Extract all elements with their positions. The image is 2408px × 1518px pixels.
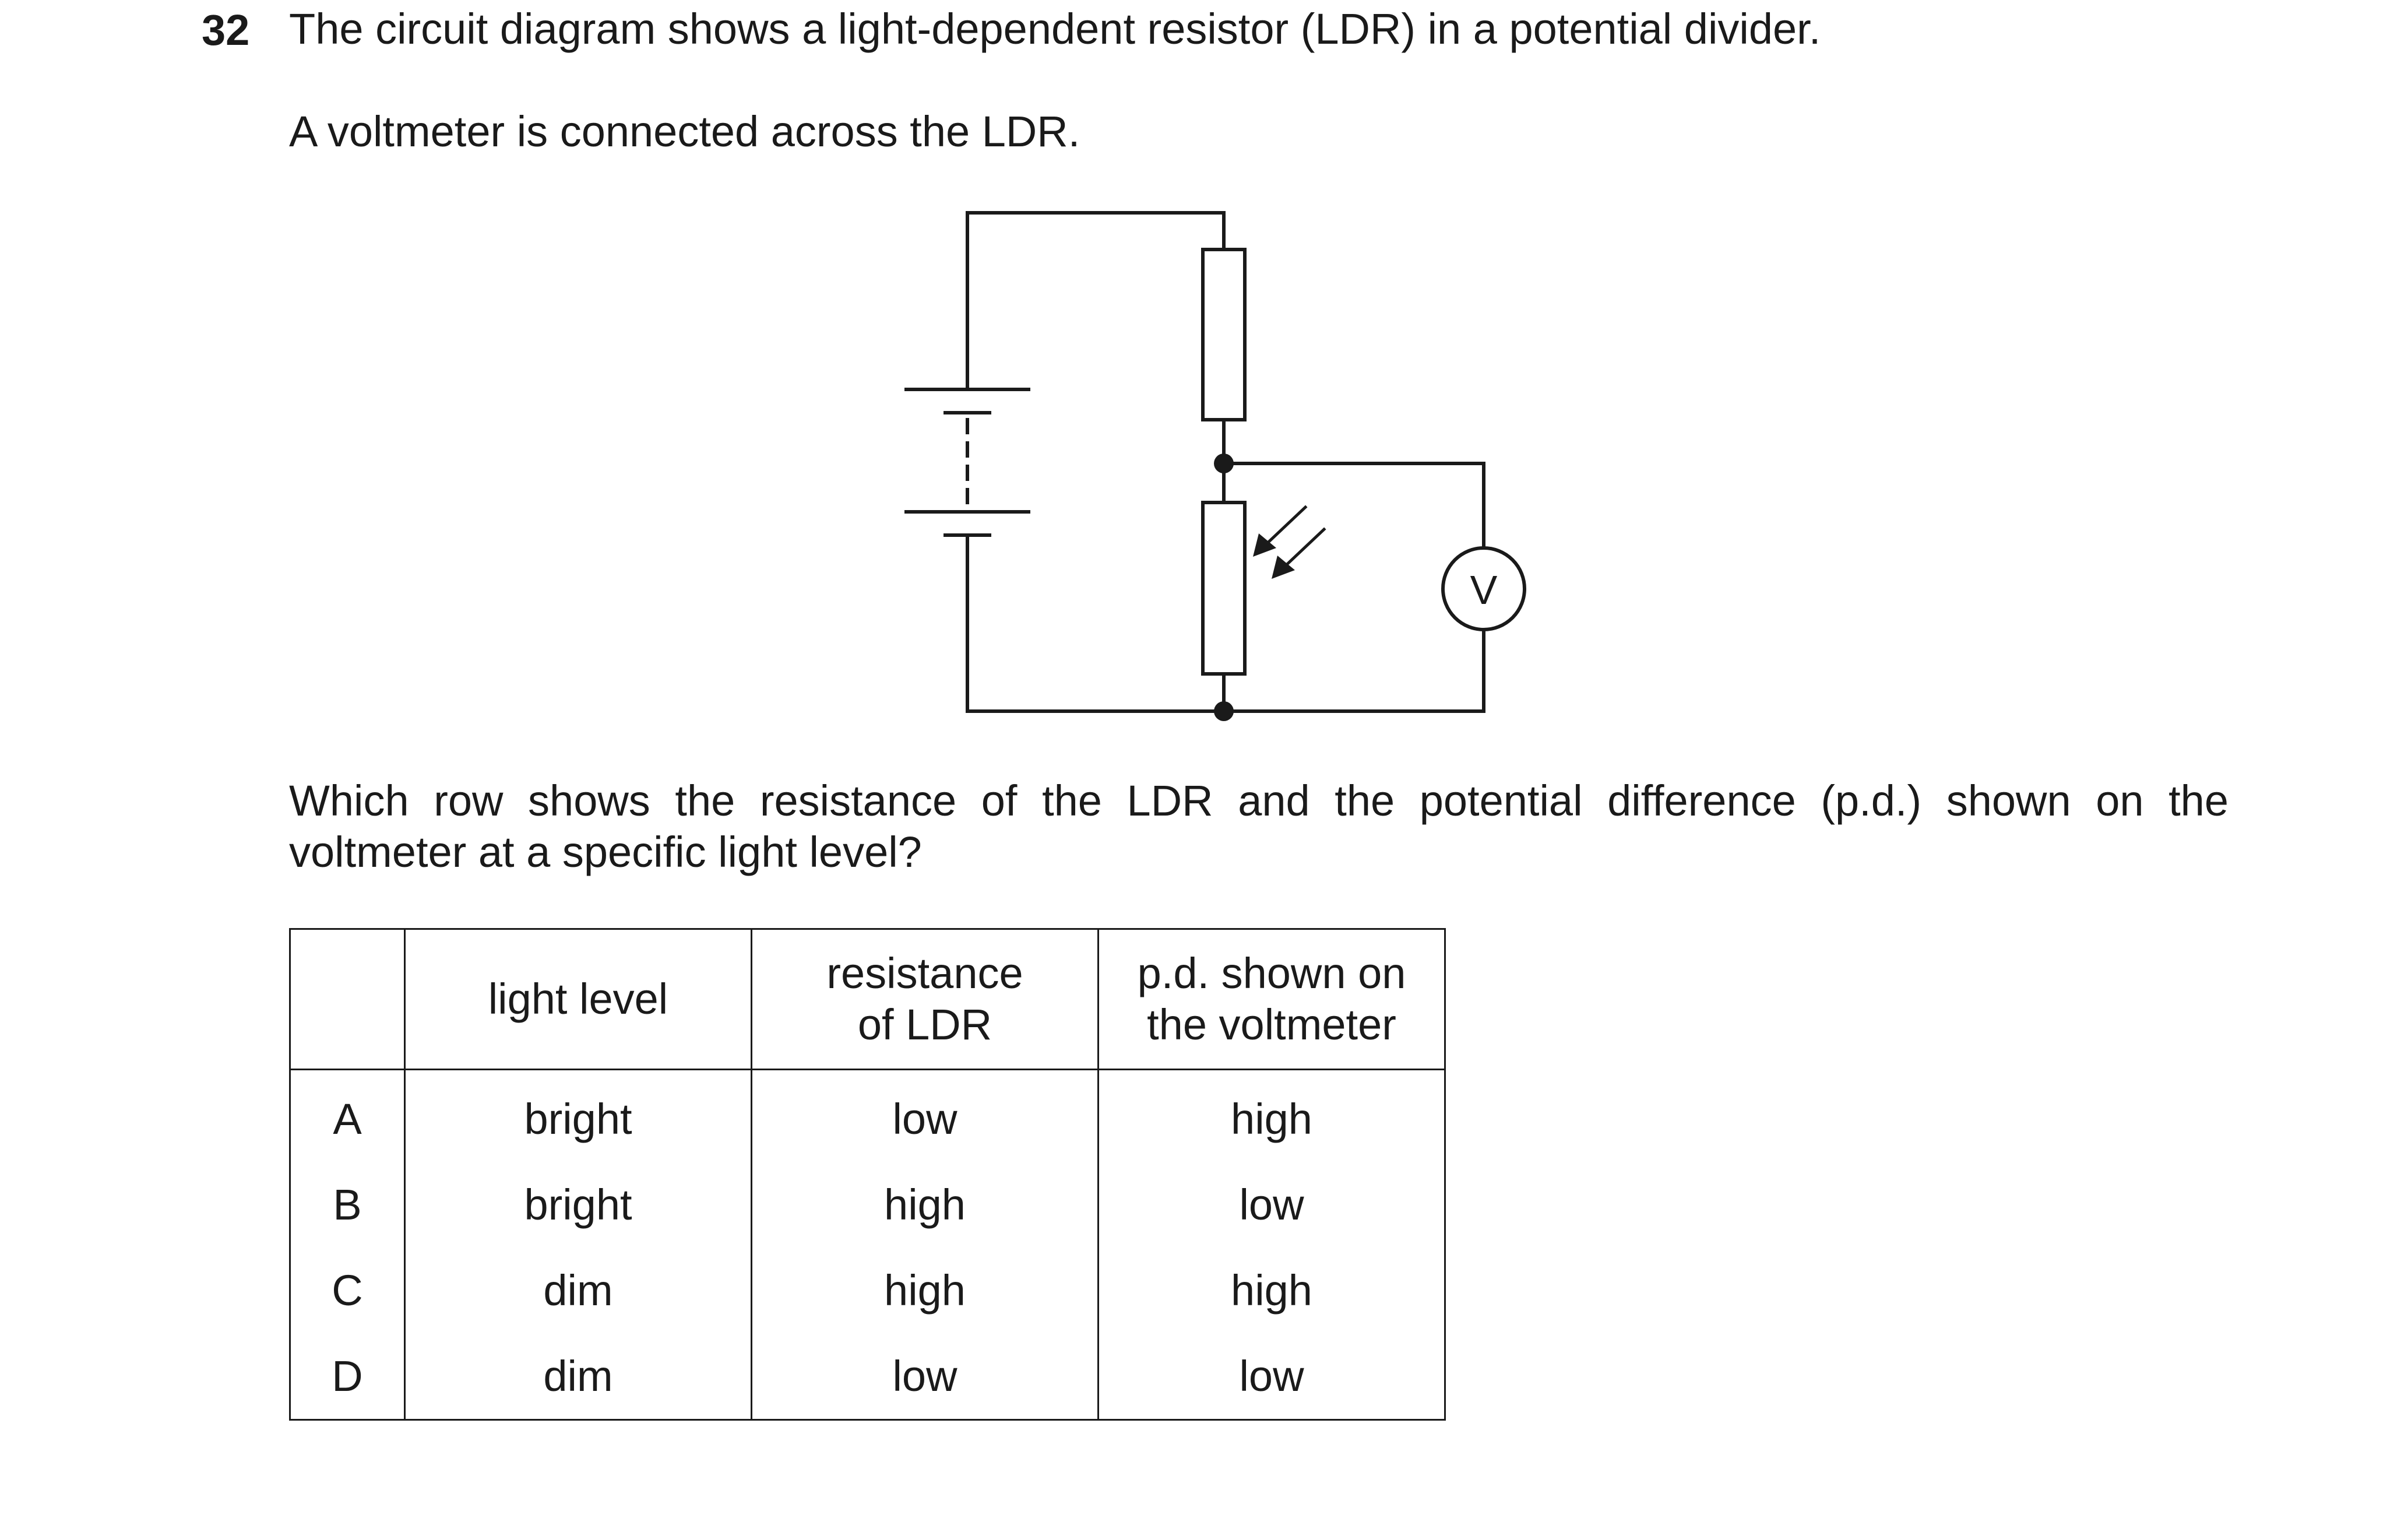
header-blank: [289, 929, 406, 1070]
header-light-level-text: light level: [488, 975, 668, 1023]
header-pd-line-2: the voltmeter: [1147, 1000, 1396, 1049]
cell-pd: low: [1097, 1162, 1446, 1248]
option-letter: C: [289, 1248, 406, 1333]
option-letter: B: [289, 1162, 406, 1248]
light-arrow-head-2: [1272, 556, 1295, 579]
fixed-resistor: [1201, 248, 1247, 421]
cell-pd: high: [1097, 1248, 1446, 1333]
header-pd-line-1: p.d. shown on: [1137, 949, 1406, 997]
option-letter: A: [289, 1069, 406, 1162]
cell-light-level: bright: [404, 1162, 752, 1248]
voltmeter-circle: [1441, 546, 1526, 631]
table-row: C dim high high: [289, 1248, 1446, 1333]
wire-voltmeter-branch: [1222, 462, 1485, 550]
question-prompt: Which row shows the resistance of the LD…: [289, 775, 2229, 878]
header-resistance-line-2: of LDR: [857, 1000, 992, 1049]
question-number: 32: [202, 6, 250, 54]
header-pd: p.d. shown on the voltmeter: [1097, 929, 1446, 1070]
cell-resistance: low: [751, 1069, 1099, 1162]
light-arrow-2: [1280, 527, 1326, 571]
cell-resistance: high: [751, 1162, 1099, 1248]
cell-pd: low: [1097, 1333, 1446, 1420]
question-prompt-line-1: Which row shows the resistance of the LD…: [289, 776, 2229, 825]
header-light-level: light level: [404, 929, 752, 1070]
table-row: D dim low low: [289, 1333, 1446, 1420]
light-arrow-head-1: [1253, 533, 1276, 557]
voltmeter-label: V: [1470, 567, 1498, 613]
table-row: A bright low high: [289, 1069, 1446, 1162]
question-stem-line-1: The circuit diagram shows a light-depend…: [289, 5, 1821, 53]
ldr-resistor: [1201, 501, 1247, 676]
header-resistance: resistance of LDR: [751, 929, 1099, 1070]
answer-options-table: light level resistance of LDR p.d. shown…: [289, 928, 1446, 1421]
cell-pd: high: [1097, 1069, 1446, 1162]
cell-light-level: bright: [404, 1069, 752, 1162]
table-header-row: light level resistance of LDR p.d. shown…: [289, 929, 1446, 1070]
junction-bottom: [1214, 701, 1234, 721]
circuit-diagram: V: [904, 211, 1526, 721]
cell-light-level: dim: [404, 1248, 752, 1333]
wire-voltmeter-return: [1222, 628, 1485, 713]
cell-light-level: dim: [404, 1333, 752, 1420]
option-letter: D: [289, 1333, 406, 1420]
light-arrow-1: [1261, 505, 1308, 549]
question-stem-line-2: A voltmeter is connected across the LDR.: [289, 107, 1080, 156]
wire-left-bottom: [966, 533, 1226, 713]
wire-left-top: [966, 211, 1226, 389]
cell-resistance: low: [751, 1333, 1099, 1420]
cell-resistance: high: [751, 1248, 1099, 1333]
table-row: B bright high low: [289, 1162, 1446, 1248]
question-prompt-line-2: voltmeter at a specific light level?: [289, 828, 922, 876]
junction-top: [1214, 454, 1234, 473]
header-resistance-line-1: resistance: [826, 949, 1023, 997]
